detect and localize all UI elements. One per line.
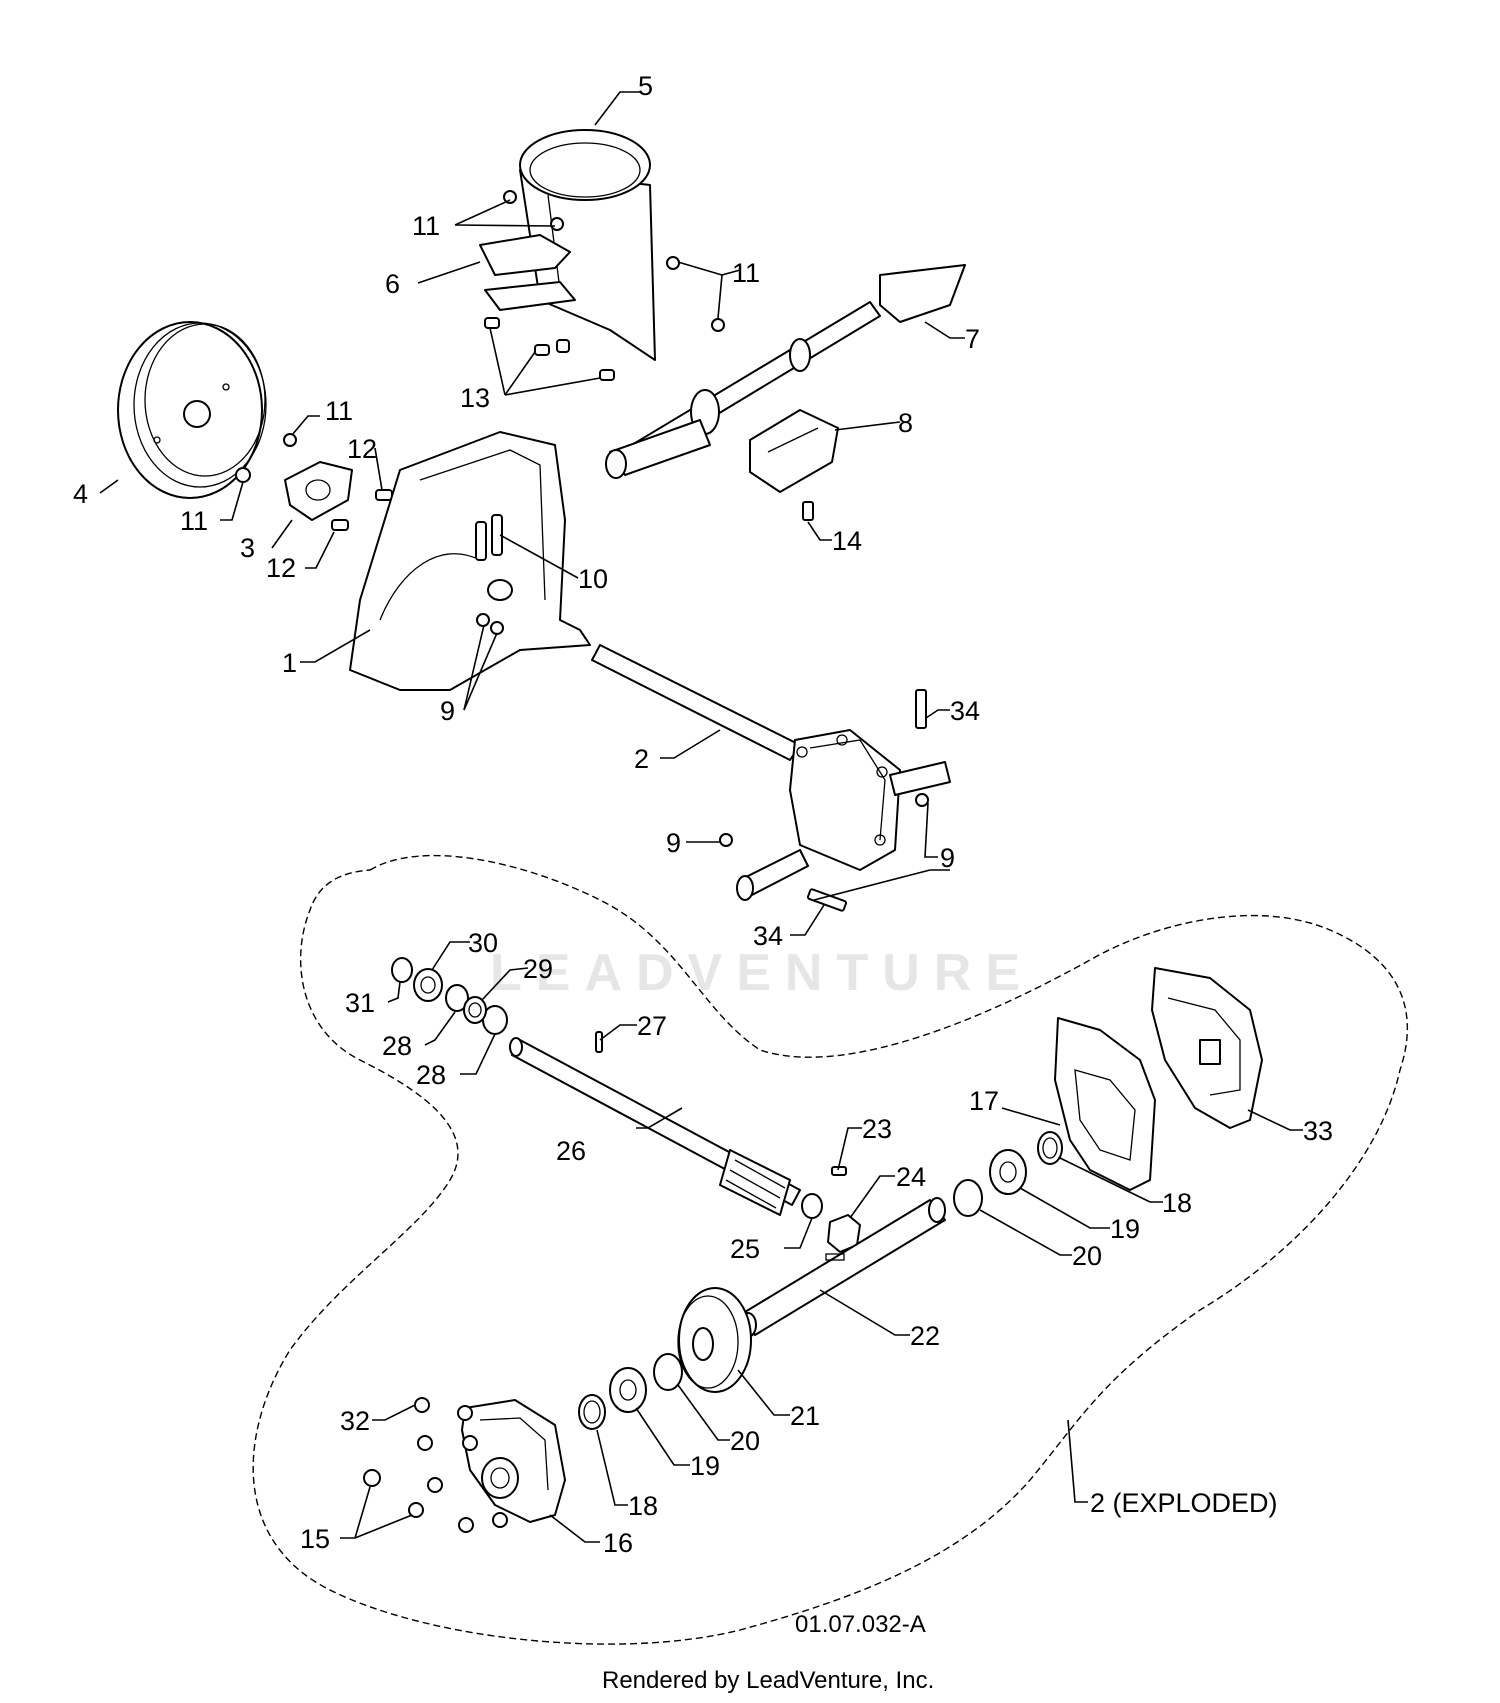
- bolt-34-part: [915, 689, 927, 729]
- callout-18-b: 18: [628, 1491, 658, 1521]
- callout-11-a: 11: [412, 211, 440, 241]
- worm-shaft-part: [509, 1037, 801, 1216]
- callout-24: 24: [896, 1162, 926, 1192]
- callout-30: 30: [468, 928, 498, 958]
- gearbox-housing-33-part: [1151, 967, 1263, 1129]
- bushing-19-part-b: [989, 1149, 1027, 1195]
- bushing-19-part: [609, 1367, 647, 1413]
- stud-10-part: [475, 514, 503, 561]
- nut-9-part-c: [719, 833, 733, 847]
- plug-15-part: [363, 1469, 381, 1487]
- leader-lines: [99, 91, 1303, 1543]
- callout-22: 22: [910, 1321, 940, 1351]
- gear-21-part: [677, 1287, 752, 1393]
- callout-16: 16: [603, 1528, 633, 1558]
- callout-3: 3: [240, 533, 255, 563]
- washer-28-part: [445, 984, 469, 1012]
- callout-28-a: 28: [382, 1031, 412, 1061]
- seal-18-part: [578, 1394, 606, 1430]
- callout-12-b: 12: [266, 553, 296, 583]
- seal-18-part-b: [1037, 1131, 1063, 1165]
- callout-2: 2: [634, 744, 649, 774]
- pin-27-part: [595, 1031, 603, 1053]
- chute-collar-part: [519, 129, 656, 361]
- callout-28-b: 28: [416, 1060, 446, 1090]
- callout-11-c: 11: [325, 396, 353, 426]
- callout-25: 25: [730, 1234, 760, 1264]
- callout-34-b: 34: [753, 921, 783, 951]
- callout-23: 23: [862, 1114, 892, 1144]
- nut-11-part: [503, 190, 725, 332]
- callout-11-d: 11: [180, 506, 208, 536]
- rendered-by-credit: Rendered by LeadVenture, Inc.: [602, 1667, 934, 1694]
- bushing-30-part: [413, 968, 443, 1002]
- washer-20-part-b: [953, 1179, 983, 1217]
- watermark: LEADVENTURE: [490, 944, 1034, 1002]
- callout-13: 13: [460, 383, 490, 413]
- callout-11-b: 11: [732, 258, 760, 288]
- chute-plate-part: [479, 234, 576, 311]
- callout-17: 17: [969, 1086, 999, 1116]
- callout-34-a: 34: [950, 696, 980, 726]
- callout-9-b: 9: [666, 828, 681, 858]
- drawing-number: 01.07.032-A: [795, 1611, 926, 1638]
- pulley-part: [117, 321, 267, 499]
- bolt-12-part: [375, 489, 393, 501]
- callout-31: 31: [345, 988, 375, 1018]
- callout-12-a: 12: [347, 434, 377, 464]
- callout-10: 10: [578, 564, 608, 594]
- gearbox-housing-16-part: [461, 1399, 566, 1523]
- callout-14: 14: [832, 526, 862, 556]
- washer-25-part: [801, 1193, 823, 1219]
- callout-4: 4: [73, 479, 88, 509]
- callout-18-a: 18: [1162, 1188, 1192, 1218]
- callout-6: 6: [385, 269, 400, 299]
- callout-5: 5: [638, 71, 653, 101]
- callout-27: 27: [637, 1011, 667, 1041]
- callout-20-b: 20: [730, 1426, 760, 1456]
- callout-26: 26: [556, 1136, 586, 1166]
- auger-housing-part: [349, 431, 591, 691]
- ring-31-part: [391, 957, 413, 983]
- callout-2-exploded: 2 (EXPLODED): [1090, 1488, 1278, 1518]
- crank-rod-part: [605, 264, 966, 479]
- bolt-13-part: [484, 317, 615, 381]
- callout-29: 29: [523, 954, 553, 984]
- nut-11-part-b: [235, 467, 251, 483]
- washer-20-part: [653, 1353, 683, 1391]
- callout-9-c: 9: [940, 843, 955, 873]
- callout-19-a: 19: [1110, 1214, 1140, 1244]
- nut-11-part-c: [283, 433, 297, 447]
- crank-bracket-part: [749, 409, 839, 493]
- screw-32-part: [414, 1397, 508, 1533]
- gasket-17-part: [1054, 1017, 1156, 1191]
- bolt-34-part-b: [806, 888, 848, 912]
- callout-7: 7: [965, 324, 980, 354]
- seal-29-part: [463, 996, 487, 1024]
- nut-9-part-d: [915, 793, 929, 807]
- callout-19-b: 19: [690, 1451, 720, 1481]
- exploded-view-boundary: [252, 854, 1408, 1645]
- bolt-12-part-b: [331, 519, 349, 531]
- auger-gearbox-part: [591, 644, 951, 901]
- callout-21: 21: [790, 1401, 820, 1431]
- callouts: 5 11 6 11 7 13 11 8 12 4 11 3 14 12 10 1…: [73, 71, 1333, 1558]
- callout-15: 15: [300, 1524, 330, 1554]
- callout-1: 1: [282, 648, 297, 678]
- bearing-flange-part: [284, 461, 353, 521]
- nut-9-part: [476, 613, 490, 627]
- callout-33: 33: [1303, 1116, 1333, 1146]
- screw-14-part: [802, 501, 814, 521]
- callout-8: 8: [898, 408, 913, 438]
- plug-15-part-b: [408, 1502, 424, 1518]
- callout-20-a: 20: [1072, 1241, 1102, 1271]
- callout-9-a: 9: [440, 696, 455, 726]
- callout-32: 32: [340, 1406, 370, 1436]
- nut-9-part-b: [490, 621, 504, 635]
